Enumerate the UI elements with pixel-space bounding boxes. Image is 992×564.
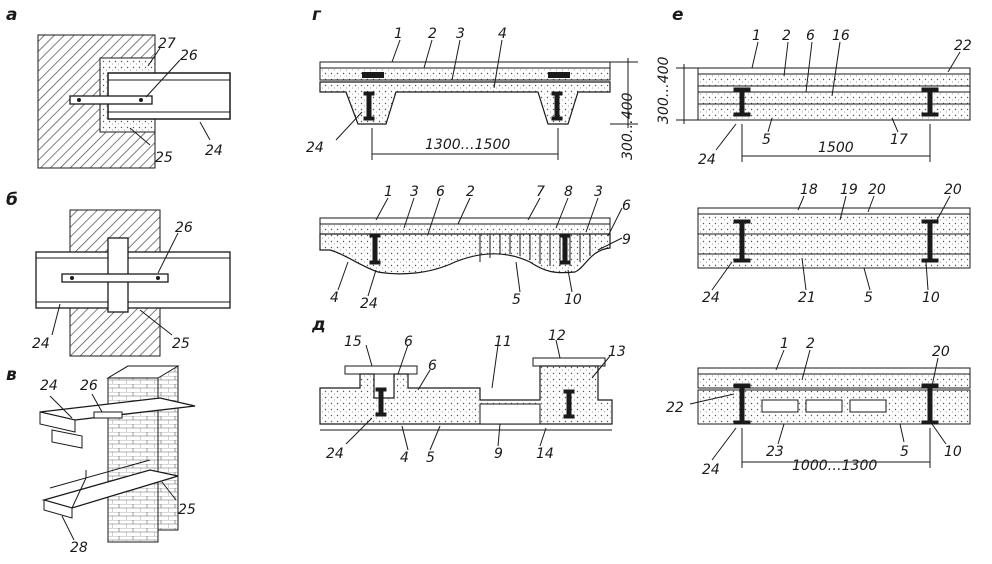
label-5-e2: 5 [864,290,873,306]
dim-1300-1500: 1300…1500 [425,137,510,153]
label-6b-g2: 6 [622,198,631,214]
panel-b: б 26 24 25 [6,190,231,357]
panel-e: е 1 2 6 16 22 5 17 24 300…400 1500 [656,5,972,478]
label-3-g2: 3 [410,184,419,200]
panel-g-title: г [312,5,322,25]
label-25-b: 25 [172,336,190,352]
label-5-g2: 5 [512,292,521,308]
floor-finish-e1 [697,67,971,75]
label-1-g2: 1 [384,184,393,200]
label-24-b: 24 [32,336,50,352]
label-28-v: 28 [70,540,88,556]
floor-finish-g2 [319,217,611,225]
label-25-v: 25 [178,502,196,518]
label-6a-d: 6 [404,334,413,350]
label-13-d: 13 [608,344,626,360]
label-24-g1: 24 [306,140,324,156]
label-1-e3: 1 [780,336,789,352]
board-12 [532,357,606,367]
label-5-e1: 5 [762,132,771,148]
panel-g: г 1 2 3 4 24 1300…1500 300…400 [306,5,638,312]
anchor-26-v [93,411,123,419]
label-24-e3: 24 [702,462,720,478]
panel-d: д 15 6 6 11 12 13 24 4 5 9 14 [311,315,626,466]
label-24-e1: 24 [698,152,716,168]
panel-a-title: а [6,5,17,25]
label-16-e1: 16 [832,28,850,44]
label-24-g2: 24 [360,296,378,312]
panel-a: а 27 26 24 25 [6,5,231,169]
label-21-e2: 21 [798,290,816,306]
panel-v: в 24 26 25 28 [6,365,196,556]
label-10-e3: 10 [944,444,962,460]
arched-slab-g2 [319,233,611,275]
label-24-d: 24 [326,446,344,462]
label-26-v: 26 [80,378,98,394]
panel-e-title: е [672,5,684,25]
dim-300-400-e: 300…400 [656,56,672,124]
label-24-a: 24 [205,143,223,159]
label-12-d: 12 [548,328,566,344]
label-9-d: 9 [494,446,503,462]
label-5-e3: 5 [900,444,909,460]
label-2-g2: 2 [466,184,475,200]
label-6-g2: 6 [436,184,445,200]
label-2-e1: 2 [782,28,791,44]
label-27-a: 27 [158,36,176,52]
label-24-v: 24 [40,378,58,394]
label-23-e3: 23 [766,444,784,460]
board-15 [344,365,418,375]
label-22-e1: 22 [954,38,972,54]
anchor-26-b [61,273,169,283]
label-6b-d: 6 [428,358,437,374]
label-20a-e2: 20 [868,182,886,198]
label-3-g1: 3 [456,26,465,42]
label-11-d: 11 [494,334,512,350]
label-3b-g2: 3 [594,184,603,200]
label-8-g2: 8 [564,184,573,200]
label-1-e1: 1 [752,28,761,44]
dim-300-400-g: 300…400 [620,92,636,160]
ribbed-slab-g1 [319,81,611,125]
label-5-d: 5 [426,450,435,466]
panel-v-title: в [6,365,17,385]
label-26-a: 26 [180,48,198,64]
label-22-e3: 22 [666,400,684,416]
wall-bottom-b [69,307,161,357]
label-19-e2: 19 [840,182,858,198]
label-24-e2: 24 [702,290,720,306]
label-20b-e2: 20 [944,182,962,198]
floor-finish-e2 [697,207,971,215]
label-25-a: 25 [155,150,173,166]
label-9-g2: 9 [622,232,631,248]
label-7-g2: 7 [536,184,545,200]
label-14-d: 14 [536,446,554,462]
label-2-e3: 2 [806,336,815,352]
anchor-26-a [69,95,153,105]
floor-finish-g1 [319,61,611,69]
label-2-g1: 2 [428,26,437,42]
label-15-d: 15 [344,334,362,350]
label-4-d: 4 [400,450,409,466]
dim-1000-1300: 1000…1300 [792,458,877,474]
panel-d-title: д [311,315,326,335]
label-26-b: 26 [175,220,193,236]
label-10-g2: 10 [564,292,582,308]
label-1-g1: 1 [394,26,403,42]
panel-b-title: б [6,190,18,210]
label-20-e3: 20 [932,344,950,360]
label-18-e2: 18 [800,182,818,198]
label-4-g1: 4 [498,26,507,42]
floor-finish-e3 [697,367,971,375]
label-17-e1: 17 [890,132,908,148]
label-4-g2: 4 [330,290,339,306]
label-6-e1: 6 [806,28,815,44]
dim-1500: 1500 [818,140,854,156]
label-10-e2: 10 [922,290,940,306]
